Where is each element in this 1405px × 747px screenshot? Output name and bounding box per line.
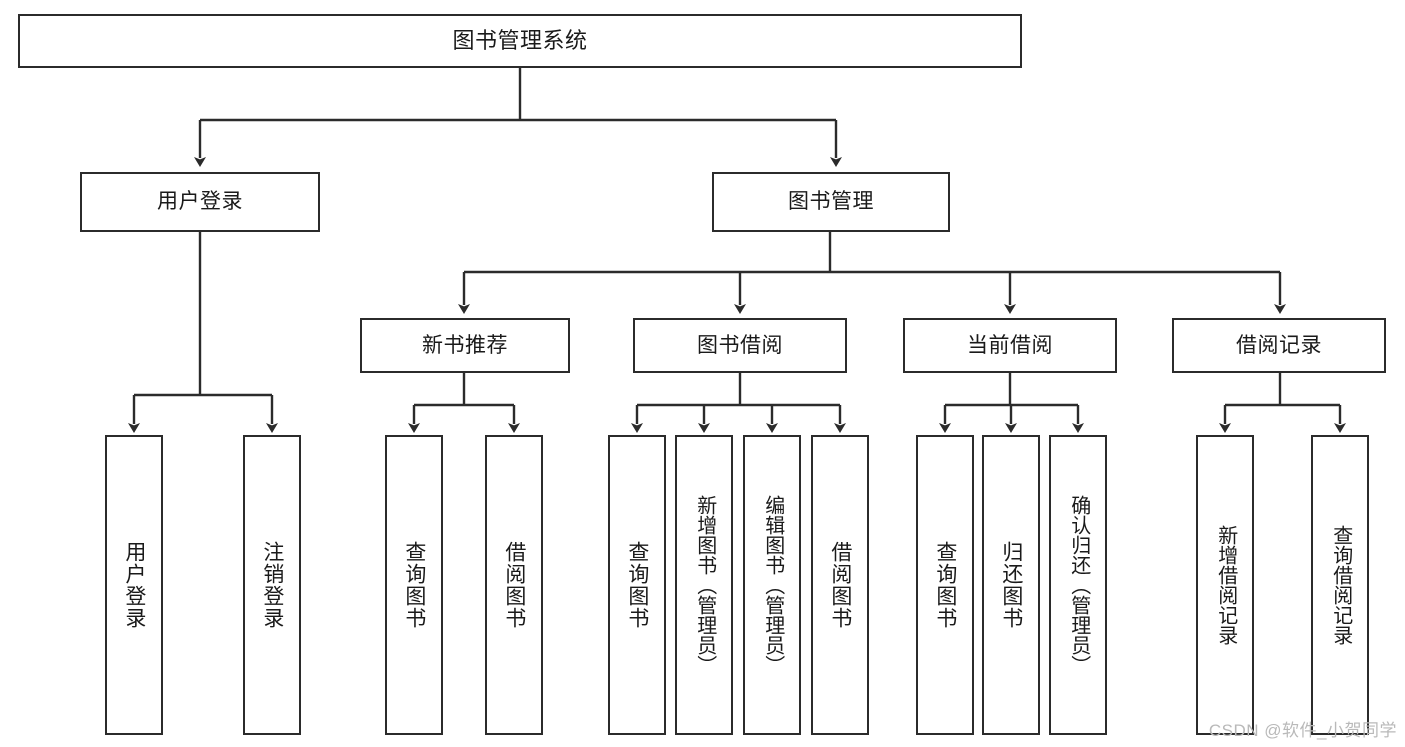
node-book-manage[interactable]: 图书管理 xyxy=(712,172,950,232)
node-leaf-borrow-edit[interactable]: 编辑图书（管理员） xyxy=(743,435,801,735)
node-leaf-rec-add-label: 新增借阅记录 xyxy=(1214,525,1237,645)
node-leaf-borrow-borrow-label: 借阅图书 xyxy=(828,541,852,629)
node-leaf-cur-query[interactable]: 查询图书 xyxy=(916,435,974,735)
node-borrow-record-label: 借阅记录 xyxy=(1236,333,1322,357)
node-leaf-borrow-edit-label: 编辑图书（管理员） xyxy=(761,495,784,675)
node-leaf-borrow-borrow[interactable]: 借阅图书 xyxy=(811,435,869,735)
node-book-borrow[interactable]: 图书借阅 xyxy=(633,318,847,373)
node-borrow-record[interactable]: 借阅记录 xyxy=(1172,318,1386,373)
node-leaf-rec-query-label: 查询图书 xyxy=(402,541,426,629)
node-leaf-user-login[interactable]: 用户登录 xyxy=(105,435,163,735)
node-leaf-borrow-query-label: 查询图书 xyxy=(625,541,649,629)
node-leaf-borrow-add[interactable]: 新增图书（管理员） xyxy=(675,435,733,735)
node-leaf-user-logout-label: 注销登录 xyxy=(260,541,284,629)
node-book-borrow-label: 图书借阅 xyxy=(697,333,783,357)
node-book-manage-label: 图书管理 xyxy=(788,190,874,214)
node-leaf-rec-borrow[interactable]: 借阅图书 xyxy=(485,435,543,735)
node-user-login-label: 用户登录 xyxy=(157,190,243,214)
node-leaf-rec-query[interactable]: 查询图书 xyxy=(385,435,443,735)
node-leaf-rec-query-record[interactable]: 查询借阅记录 xyxy=(1311,435,1369,735)
node-root[interactable]: 图书管理系统 xyxy=(18,14,1022,68)
node-root-label: 图书管理系统 xyxy=(452,27,588,53)
node-new-book-rec-label: 新书推荐 xyxy=(422,333,508,357)
node-user-login[interactable]: 用户登录 xyxy=(80,172,320,232)
node-leaf-cur-query-label: 查询图书 xyxy=(933,541,957,629)
node-leaf-user-login-label: 用户登录 xyxy=(122,541,146,629)
node-leaf-borrow-add-label: 新增图书（管理员） xyxy=(693,495,716,675)
node-leaf-cur-confirm-label: 确认归还（管理员） xyxy=(1067,495,1090,675)
node-leaf-borrow-query[interactable]: 查询图书 xyxy=(608,435,666,735)
node-leaf-user-logout[interactable]: 注销登录 xyxy=(243,435,301,735)
node-leaf-cur-return[interactable]: 归还图书 xyxy=(982,435,1040,735)
node-current-borrow[interactable]: 当前借阅 xyxy=(903,318,1117,373)
node-current-borrow-label: 当前借阅 xyxy=(967,333,1053,357)
node-leaf-rec-add[interactable]: 新增借阅记录 xyxy=(1196,435,1254,735)
node-leaf-cur-return-label: 归还图书 xyxy=(999,541,1023,629)
node-new-book-rec[interactable]: 新书推荐 xyxy=(360,318,570,373)
node-leaf-rec-query-record-label: 查询借阅记录 xyxy=(1329,525,1352,645)
csdn-watermark: CSDN @软件_小贺同学 xyxy=(1208,721,1397,740)
node-leaf-rec-borrow-label: 借阅图书 xyxy=(502,541,526,629)
node-leaf-cur-confirm[interactable]: 确认归还（管理员） xyxy=(1049,435,1107,735)
